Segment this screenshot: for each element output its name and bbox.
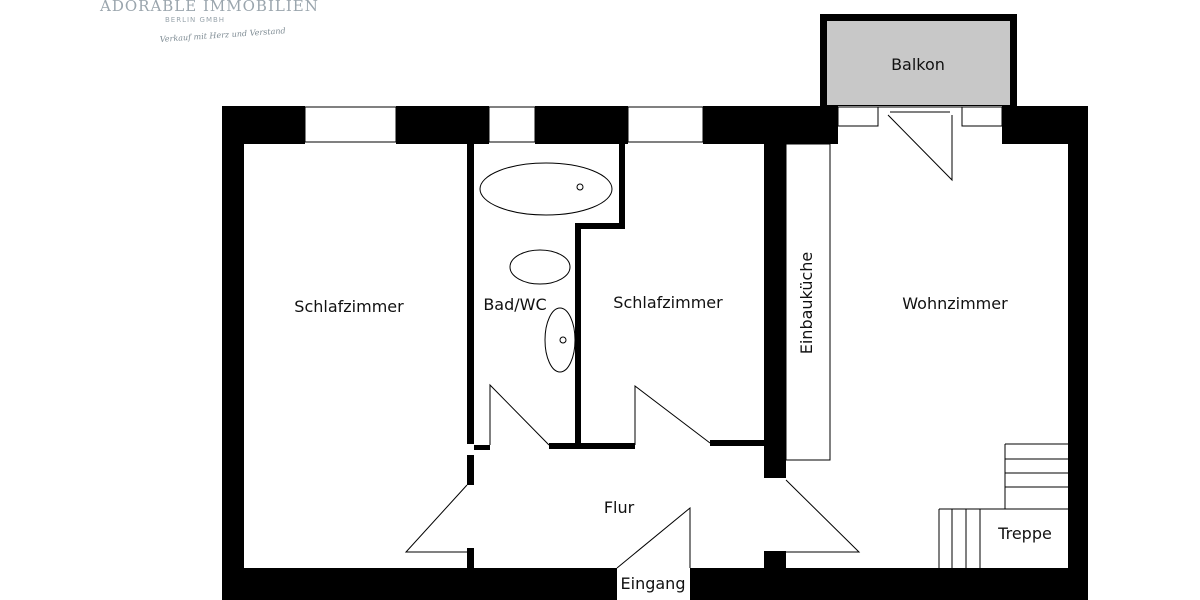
room-label-wohnzimmer: Wohnzimmer — [902, 294, 1008, 313]
outer-walls — [222, 106, 1088, 600]
toilet — [509, 249, 571, 285]
bathtub — [479, 162, 613, 216]
room-label-bad: Bad/WC — [483, 295, 546, 314]
logo-tagline: Verkauf mit Herz und Verstand — [160, 26, 286, 44]
doors — [404, 114, 953, 569]
interior-walls — [467, 144, 786, 570]
room-label-flur: Flur — [604, 498, 635, 517]
bathroom-fixtures — [479, 162, 613, 373]
kitchen-counter — [785, 143, 831, 461]
company-logo: ADORABLE IMMOBILIEN BERLIN GMBH Verkauf … — [99, 0, 319, 44]
room-label-schlafzimmer-middle: Schlafzimmer — [613, 293, 723, 312]
logo-name: ADORABLE IMMOBILIEN — [99, 0, 319, 15]
logo-subtitle: BERLIN GMBH — [165, 16, 225, 24]
room-label-eingang: Eingang — [621, 574, 686, 593]
stairs — [938, 443, 1068, 568]
room-label-schlafzimmer-left: Schlafzimmer — [294, 297, 404, 316]
room-label-einbaukueche: Einbauküche — [797, 252, 816, 355]
windows — [304, 106, 1003, 143]
balcony — [820, 14, 1017, 106]
room-label-balkon: Balkon — [891, 55, 945, 74]
room-label-treppe: Treppe — [997, 524, 1052, 543]
